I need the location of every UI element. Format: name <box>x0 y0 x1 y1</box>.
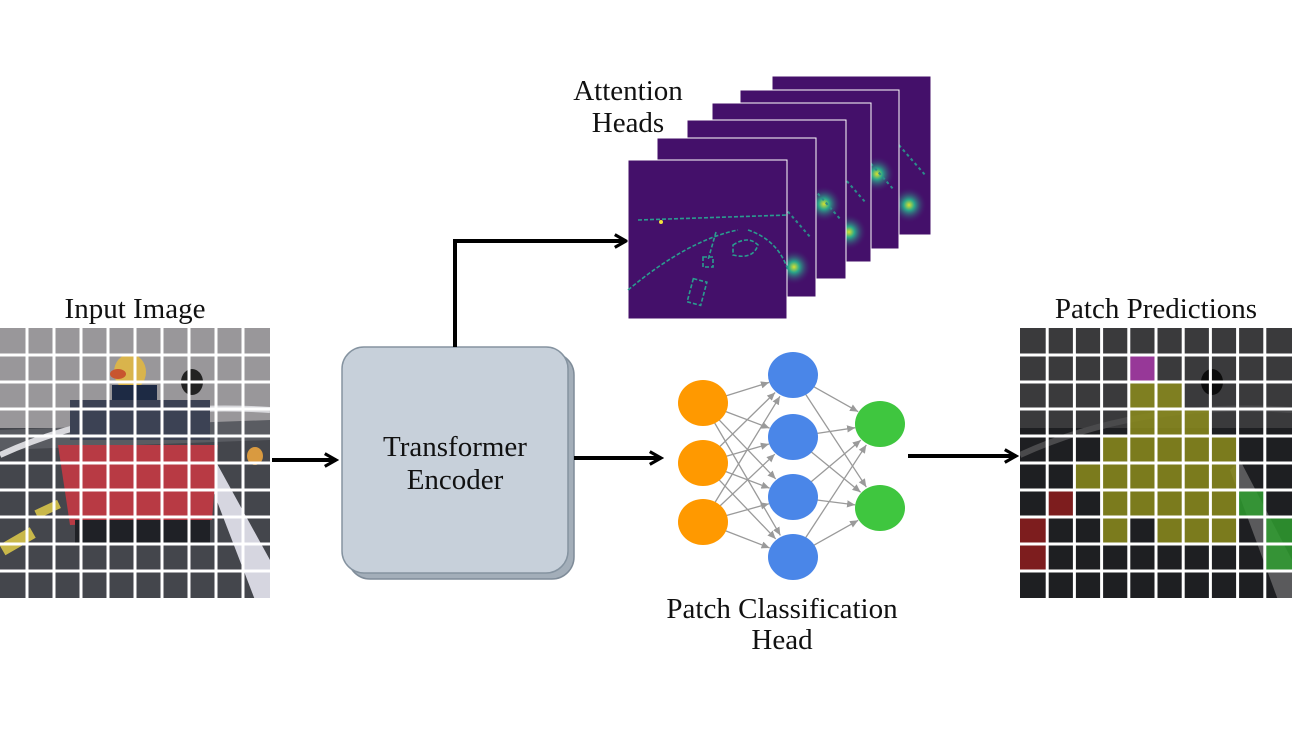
patch-classification-network <box>678 352 905 580</box>
patch-prediction-cell <box>1128 436 1156 463</box>
network-edge <box>811 385 859 413</box>
hidden-node <box>768 474 818 520</box>
patch-prediction-cell <box>1101 463 1129 490</box>
network-edge <box>718 453 776 508</box>
patch-prediction-cell <box>1264 517 1292 544</box>
patch-predictions-title: Patch Predictions <box>1055 293 1257 325</box>
patch-prediction-cell <box>1128 490 1156 517</box>
transformer-encoder-block: Transformer Encoder <box>341 346 575 580</box>
attention-heads-label-line1: Attention <box>573 75 683 107</box>
network-edge <box>814 499 856 508</box>
patch-prediction-cell <box>1128 463 1156 490</box>
patch-prediction-cell <box>1210 490 1238 517</box>
hidden-node <box>768 534 818 580</box>
network-edge <box>814 425 856 435</box>
patch-prediction-cell <box>1020 544 1048 571</box>
patch-prediction-cell <box>1183 517 1211 544</box>
network-edge <box>809 439 862 484</box>
hidden-node <box>768 352 818 398</box>
patch-prediction-cell <box>1020 517 1048 544</box>
network-edge <box>809 450 862 493</box>
input-node <box>678 440 728 486</box>
patch-prediction-cell <box>1183 409 1211 436</box>
network-edge <box>804 393 867 488</box>
head-label-line2: Head <box>751 624 813 656</box>
patch-prediction-cell <box>1237 490 1265 517</box>
attention-head-map <box>627 159 789 320</box>
patch-prediction-cell <box>1156 436 1184 463</box>
network-edges <box>713 381 867 549</box>
arrow-encoder-to-attention <box>453 233 630 347</box>
patch-prediction-cell <box>1183 490 1211 517</box>
network-edge <box>811 519 859 547</box>
patch-prediction-cell <box>1101 517 1129 544</box>
input-node <box>678 380 728 426</box>
patch-prediction-cell <box>1264 544 1292 571</box>
prediction-patch-grid <box>1020 328 1292 598</box>
patch-prediction-cell <box>1128 382 1156 409</box>
patch-prediction-cell <box>1210 517 1238 544</box>
patch-prediction-cell <box>1047 490 1075 517</box>
network-edge <box>723 381 770 398</box>
patch-prediction-cell <box>1101 490 1129 517</box>
hidden-node <box>768 414 818 460</box>
network-edge <box>723 529 770 549</box>
input-patch-grid <box>0 328 270 598</box>
network-edge <box>724 502 770 517</box>
patch-prediction-cell <box>1156 463 1184 490</box>
output-node <box>855 401 905 447</box>
patch-prediction-cell <box>1156 409 1184 436</box>
patch-prediction-cell <box>1210 463 1238 490</box>
attention-heads-stack <box>627 75 932 320</box>
network-edge <box>804 444 867 539</box>
network-edge <box>723 470 770 489</box>
patch-prediction-cell <box>1128 355 1156 382</box>
patch-prediction-cell <box>1156 382 1184 409</box>
network-edge <box>713 395 781 504</box>
patch-prediction-cell <box>1128 409 1156 436</box>
patch-prediction-cell <box>1210 436 1238 463</box>
patch-prediction-cell <box>1101 436 1129 463</box>
patch-prediction-cell <box>1074 463 1102 490</box>
patch-prediction-cell <box>1183 436 1211 463</box>
network-edge <box>717 418 777 480</box>
input-node <box>678 499 728 545</box>
network-edge <box>717 478 777 540</box>
patch-prediction-cell <box>1183 463 1211 490</box>
patch-prediction-cell <box>1156 517 1184 544</box>
transformer-encoder-label-line1: Transformer <box>383 431 527 463</box>
attention-heads-label-line2: Heads <box>592 107 664 139</box>
transformer-encoder-label-line2: Encoder <box>407 464 504 496</box>
input-image-title: Input Image <box>65 293 206 325</box>
network-edge <box>718 392 776 449</box>
output-node <box>855 485 905 531</box>
patch-prediction-cell <box>1156 490 1184 517</box>
head-label-line1: Patch Classification <box>666 593 898 625</box>
